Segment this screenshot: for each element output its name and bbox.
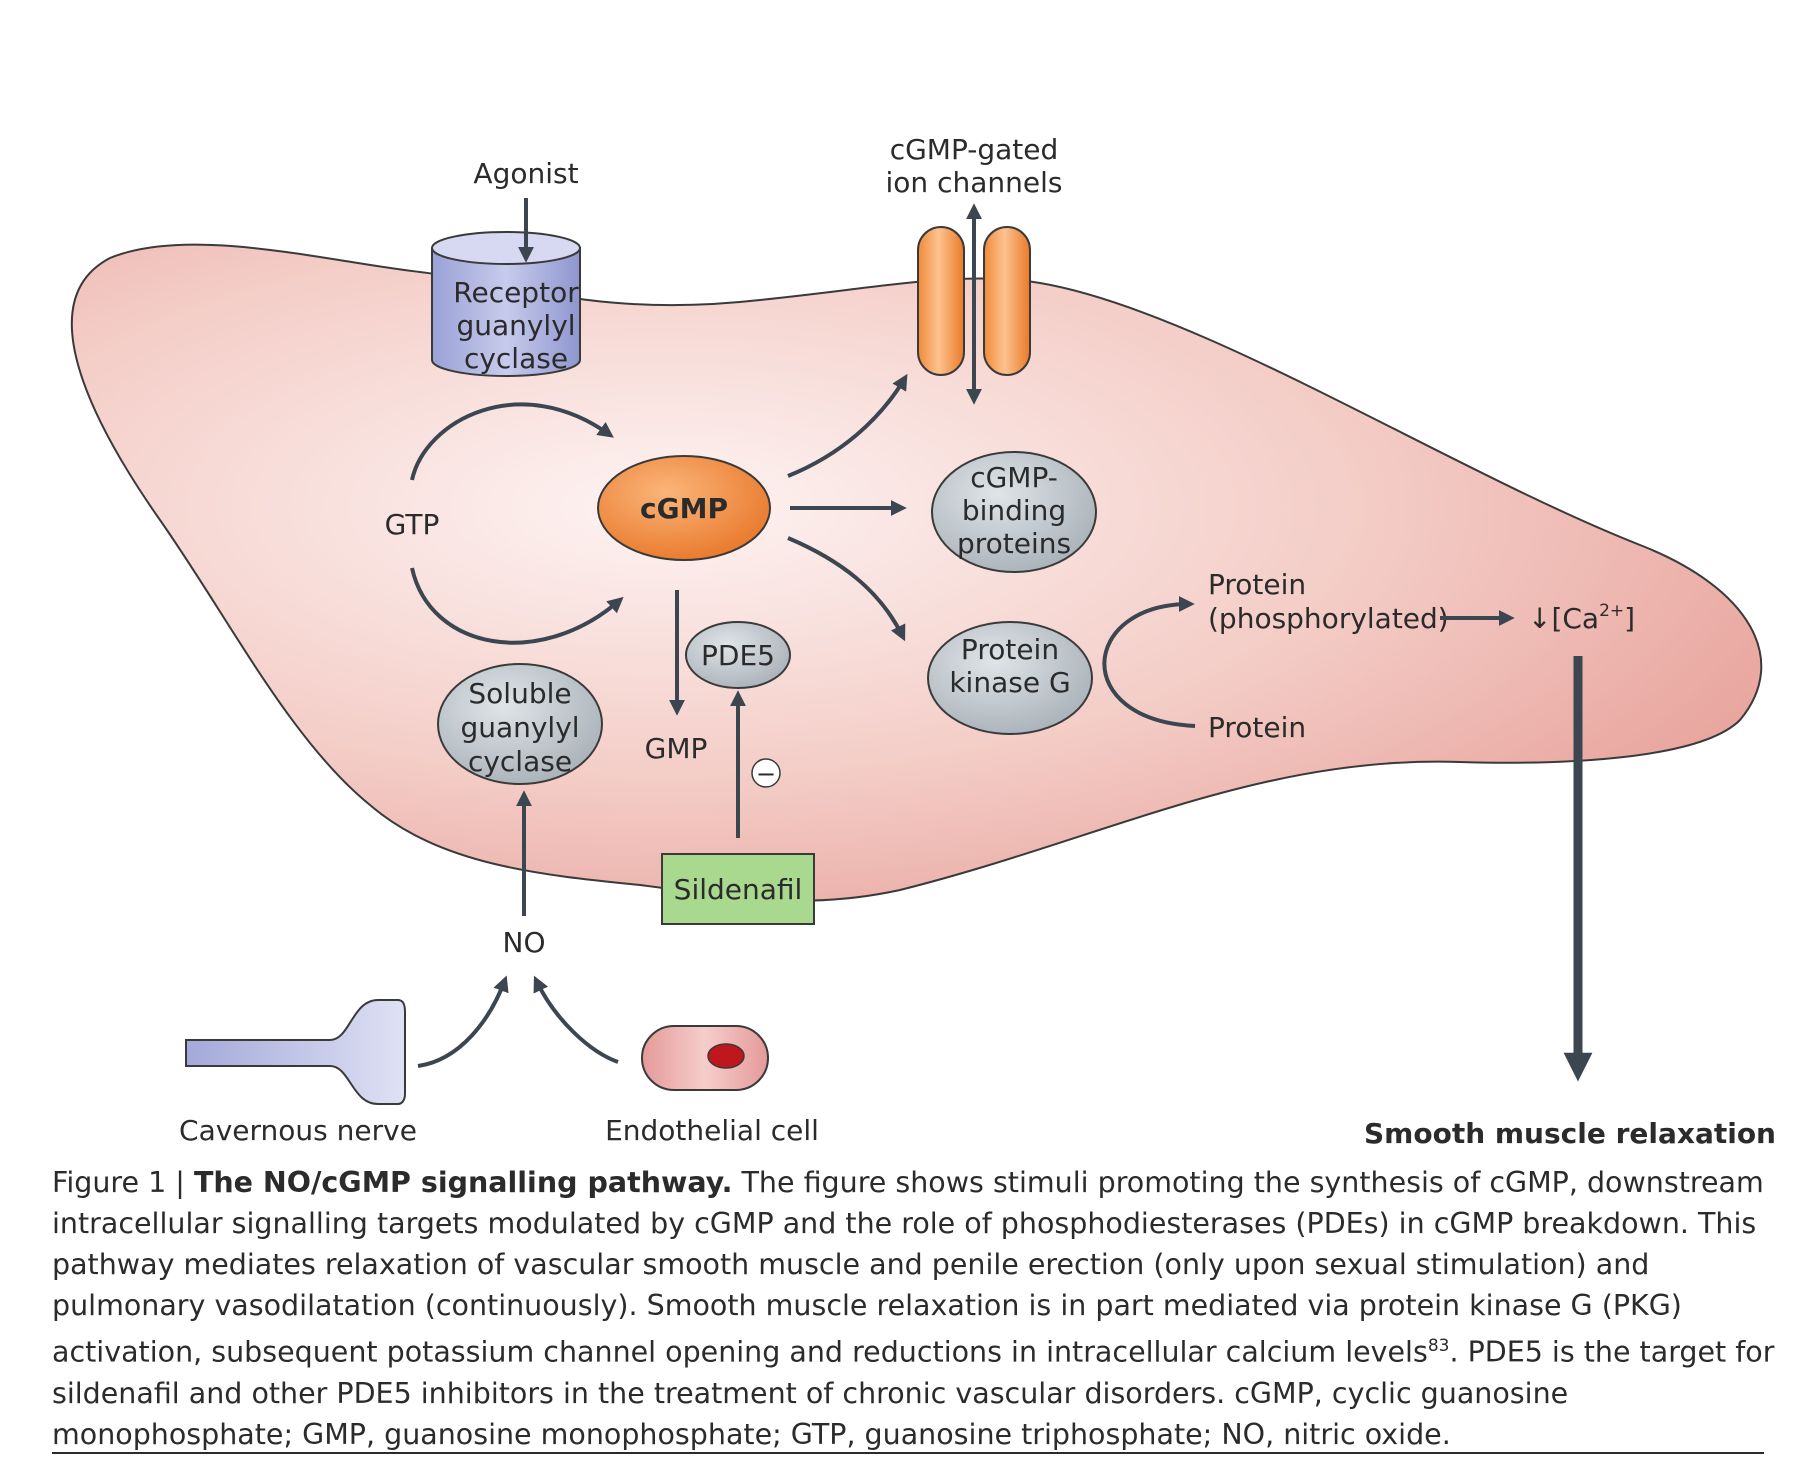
receptor-guanylyl-cyclase: Receptor guanylyl cyclase [431,231,581,377]
protein-label: Protein [1208,711,1306,744]
soluble-gc-label-2: guanylyl [460,711,579,744]
cavernous-nerve-shape [185,999,406,1105]
ion-channels-label-1: cGMP-gated [890,133,1059,166]
soluble-guanylyl-cyclase-node [437,663,603,785]
cgmp-gated-ion-channel [917,226,1031,376]
ion-channels-label-2: ion channels [886,166,1063,199]
caption-label: Figure 1 | [52,1166,194,1199]
cgmp-label: cGMP [640,492,728,525]
pkg-label-2: kinase G [949,666,1070,699]
binding-proteins-label-1: cGMP- [970,461,1058,494]
caption-reference: 83 [1427,1336,1450,1356]
figure-caption: Figure 1 | The NO/cGMP signalling pathwa… [52,1162,1782,1455]
gmp-label: GMP [645,732,708,765]
inhibition-sign: − [756,760,776,788]
protein-phos-label-1: Protein [1208,568,1306,601]
binding-proteins-label-3: proteins [957,527,1071,560]
soluble-gc-label-3: cyclase [468,745,572,778]
receptor-gc-label-1: Receptor [453,276,579,309]
cgmp-binding-proteins-node [931,451,1097,573]
gtp-label: GTP [385,508,440,541]
smooth-muscle-cell [71,243,1763,902]
endothelial-nucleus [707,1043,745,1069]
calcium-down-text: ↓[Ca [1528,602,1599,635]
receptor-gc-label-3: cyclase [464,342,568,375]
endothelial-to-no-arrow [533,975,619,1064]
nerve-to-no-arrow [417,975,509,1068]
binding-proteins-label-2: binding [962,494,1066,527]
smooth-muscle-relaxation-label: Smooth muscle relaxation [1364,1117,1776,1150]
inhibition-symbol [751,758,781,788]
caption-text-2: . PDE5 is the target for sildenafil and … [52,1335,1775,1451]
calcium-charge-superscript: 2+ [1599,601,1624,621]
gtp-to-cgmp-upper-arrow [410,402,614,481]
gtp-to-cgmp-lower-arrow [410,567,624,645]
cgmp-node [597,455,771,561]
cgmp-to-ion-channels-arrow [787,373,908,478]
caption-rule [52,1452,1764,1454]
sildenafil-box [661,853,815,925]
protein-kinase-g-node [927,621,1093,735]
no-cgmp-pathway-diagram: Receptor guanylyl cyclase Agonist cGMP-g… [71,133,1776,1150]
calcium-close-bracket: ] [1624,602,1635,635]
protein-phos-label-2: (phosphorylated) [1208,602,1449,635]
cavernous-nerve-label: Cavernous nerve [179,1114,417,1147]
receptor-gc-label-2: guanylyl [456,309,575,342]
sildenafil-label: Sildenafil [674,873,803,906]
soluble-gc-label-1: Soluble [468,677,571,710]
pkg-label-1: Protein [961,633,1059,666]
caption-title: The NO/cGMP signalling pathway. [193,1166,733,1199]
calcium-label: ↓[Ca2+] [1528,601,1635,635]
endothelial-cell-label: Endothelial cell [605,1114,819,1147]
endothelial-cell-shape [641,1025,769,1091]
no-label: NO [503,926,546,959]
pde5-node [685,621,791,689]
phosphorylation-arrow [1102,596,1196,728]
agonist-label: Agonist [473,157,578,190]
cgmp-to-pkg-arrow [787,536,906,642]
pde5-label: PDE5 [701,639,775,672]
caption-text-1: The figure shows stimuli promoting the s… [52,1166,1764,1369]
